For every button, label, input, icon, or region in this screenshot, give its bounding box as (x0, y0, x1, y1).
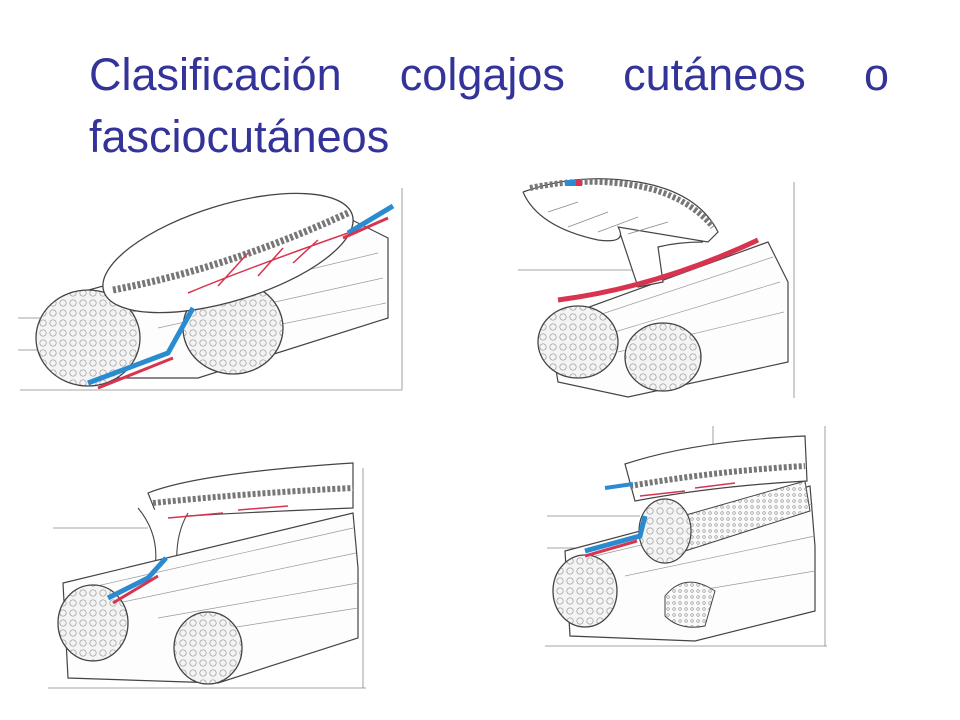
flap-diagram-direct-cutaneous-icon (18, 188, 403, 391)
flap-diagram-2 (518, 172, 798, 400)
slide-title: Clasificación colgajos cutáneos o fascio… (89, 49, 889, 162)
flap-diagram-4 (545, 426, 830, 648)
flap-diagram-musculocutaneous-perforator-icon (545, 426, 827, 647)
flap-diagram-1 (18, 178, 406, 392)
flap-diagram-fasciocutaneous-septal-icon (48, 462, 366, 689)
flap-diagram-3 (48, 458, 368, 690)
flap-diagram-septocutaneous-icon (518, 178, 795, 398)
